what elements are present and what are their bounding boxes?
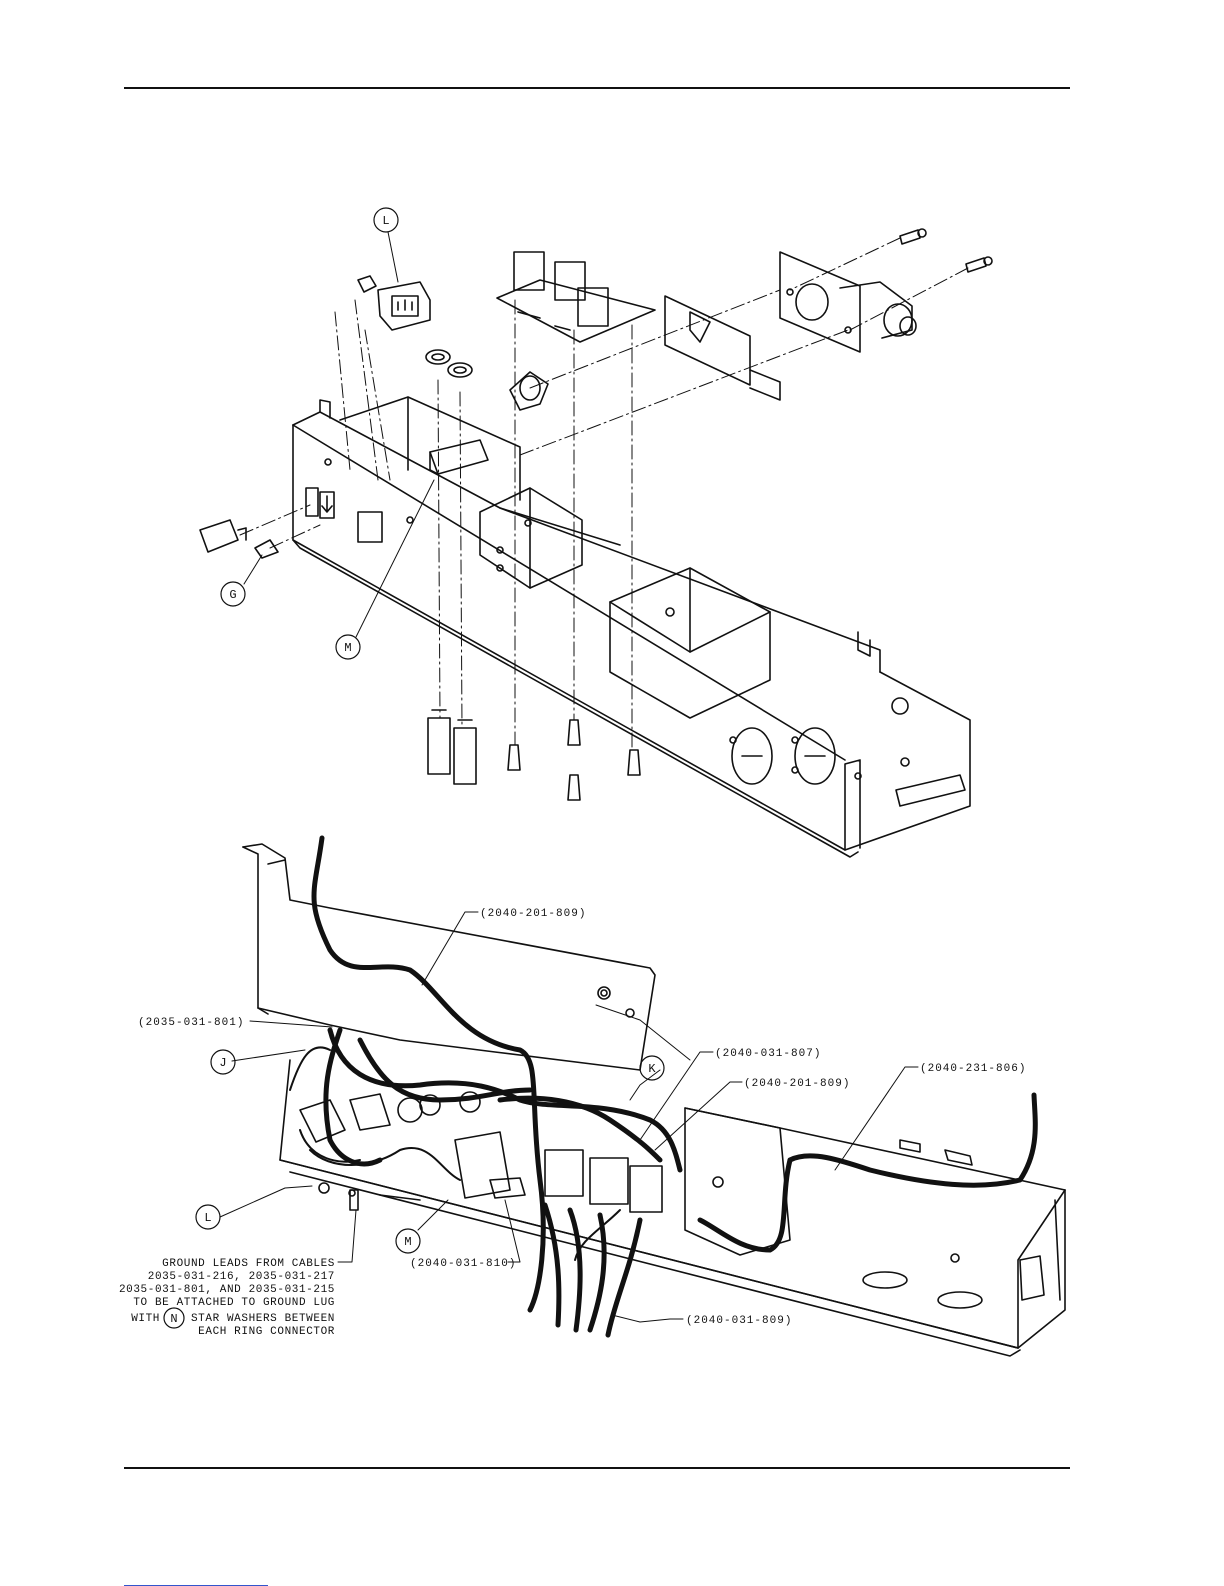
part-number-label: (2040-201-809) (744, 1078, 850, 1090)
ground-note-line: 2035-031-216, 2035-031-217 (148, 1271, 335, 1283)
part-number-label: (2040-231-806) (920, 1063, 1026, 1075)
callout-L-top-label: L (382, 214, 389, 228)
footer-rule (124, 1467, 1070, 1469)
assembly-lines (240, 238, 968, 750)
part-number-label: (2040-031-809) (686, 1315, 792, 1327)
ground-note-line: WITH (131, 1313, 160, 1325)
callout-M-top-label: M (344, 641, 351, 655)
mounting-bracket (665, 296, 780, 400)
callout-N-label: N (170, 1312, 177, 1326)
top-exploded-view (200, 208, 992, 857)
part-number-label: (2040-031-810) (410, 1258, 516, 1270)
callout-M-bottom-label: M (404, 1235, 411, 1249)
ground-note: GROUND LEADS FROM CABLES 2035-031-216, 2… (119, 1258, 335, 1338)
ground-note-line: TO BE ATTACHED TO GROUND LUG (133, 1297, 335, 1309)
ground-note-line: GROUND LEADS FROM CABLES (162, 1258, 335, 1270)
pushbutton-assembly (780, 252, 916, 352)
part-number-label: (2040-031-807) (715, 1048, 821, 1060)
part-number-label: (2035-031-801) (138, 1017, 244, 1029)
callout-L-bottom-label: L (204, 1211, 211, 1225)
power-inlet (358, 276, 430, 330)
fuse-holders (428, 710, 476, 784)
grommets (426, 350, 472, 377)
ground-note-line: 2035-031-801, AND 2035-031-215 (119, 1284, 335, 1296)
hinged-cover (243, 844, 655, 1070)
ground-lug-screw (350, 1190, 358, 1210)
screws-top (900, 229, 992, 272)
part-number-label: (2040-201-809) (480, 908, 586, 920)
callout-K-label: K (648, 1062, 656, 1076)
ground-note-line: EACH RING CONNECTOR (198, 1326, 335, 1338)
callout-G-label: G (229, 588, 236, 602)
rocker-switch (200, 520, 246, 552)
ground-note-line: STAR WASHERS BETWEEN (191, 1313, 335, 1325)
wired-chassis (280, 1060, 1065, 1356)
standoffs (508, 720, 640, 800)
cable-clamp (510, 372, 548, 410)
indicator-lamp (255, 540, 278, 558)
relay-board (497, 252, 655, 342)
callout-J-label: J (219, 1056, 226, 1070)
